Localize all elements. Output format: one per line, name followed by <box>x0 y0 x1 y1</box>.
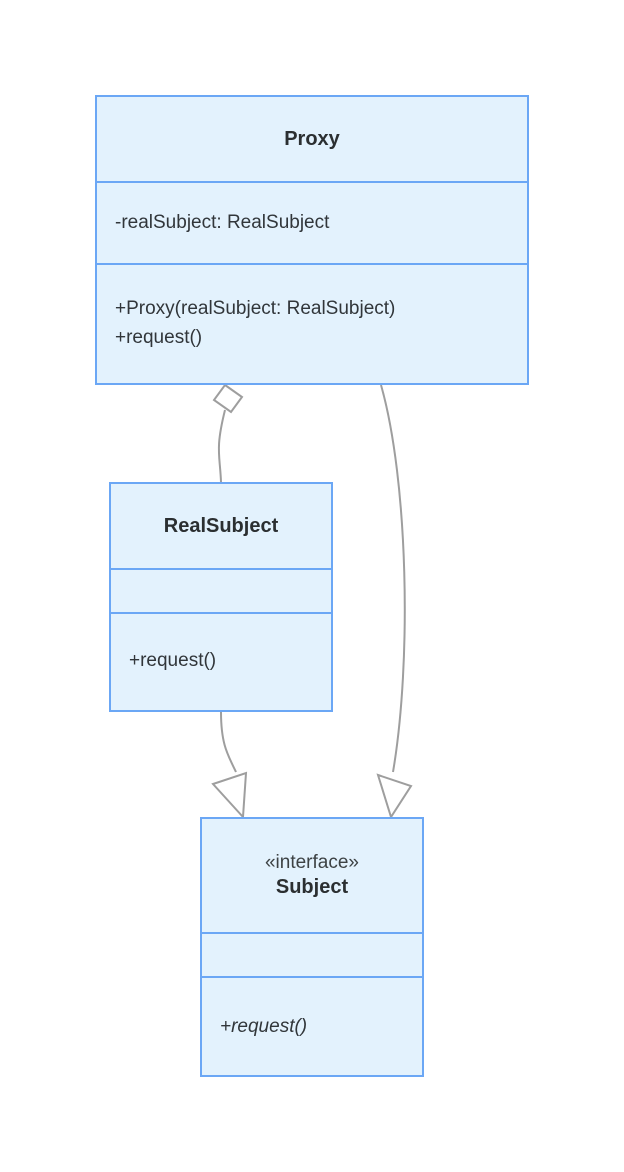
proxy-method: +request() <box>115 327 203 348</box>
subject-stereotype: «interface» <box>264 852 359 874</box>
subject-method: +request() <box>220 1015 308 1037</box>
realsubject-method: +request() <box>129 650 217 672</box>
uml-class-subject[interactable]: «interface» Subject +request() <box>200 817 424 1077</box>
realsubject-class-name: RealSubject <box>163 514 279 537</box>
hollow-triangle-marker <box>376 773 413 820</box>
subject-title-compartment: «interface» Subject <box>202 819 422 932</box>
proxy-attribute: -realSubject: RealSubject <box>115 212 330 234</box>
hollow-triangle-marker <box>211 771 248 820</box>
edge-proxy-aggregation-realsubject <box>212 383 244 483</box>
proxy-title-compartment: Proxy <box>97 97 527 181</box>
uml-class-realsubject[interactable]: RealSubject +request() <box>109 482 333 712</box>
edge-proxy-realization-subject <box>376 384 413 820</box>
proxy-class-name: Proxy <box>284 127 340 150</box>
realsubject-attributes-compartment <box>111 568 331 612</box>
edge-realsubject-realization-subject <box>211 711 248 820</box>
proxy-attributes-compartment: -realSubject: RealSubject <box>97 181 527 263</box>
hollow-diamond-marker <box>212 383 244 414</box>
subject-class-name: Subject <box>275 875 349 898</box>
uml-class-proxy[interactable]: Proxy -realSubject: RealSubject +Proxy(r… <box>95 95 529 385</box>
proxy-methods-compartment: +Proxy(realSubject: RealSubject) +reques… <box>97 263 527 381</box>
realsubject-methods-compartment: +request() <box>111 612 331 708</box>
realsubject-title-compartment: RealSubject <box>111 484 331 568</box>
subject-attributes-compartment <box>202 932 422 976</box>
subject-methods-compartment: +request() <box>202 976 422 1075</box>
proxy-method: +Proxy(realSubject: RealSubject) <box>115 297 396 319</box>
